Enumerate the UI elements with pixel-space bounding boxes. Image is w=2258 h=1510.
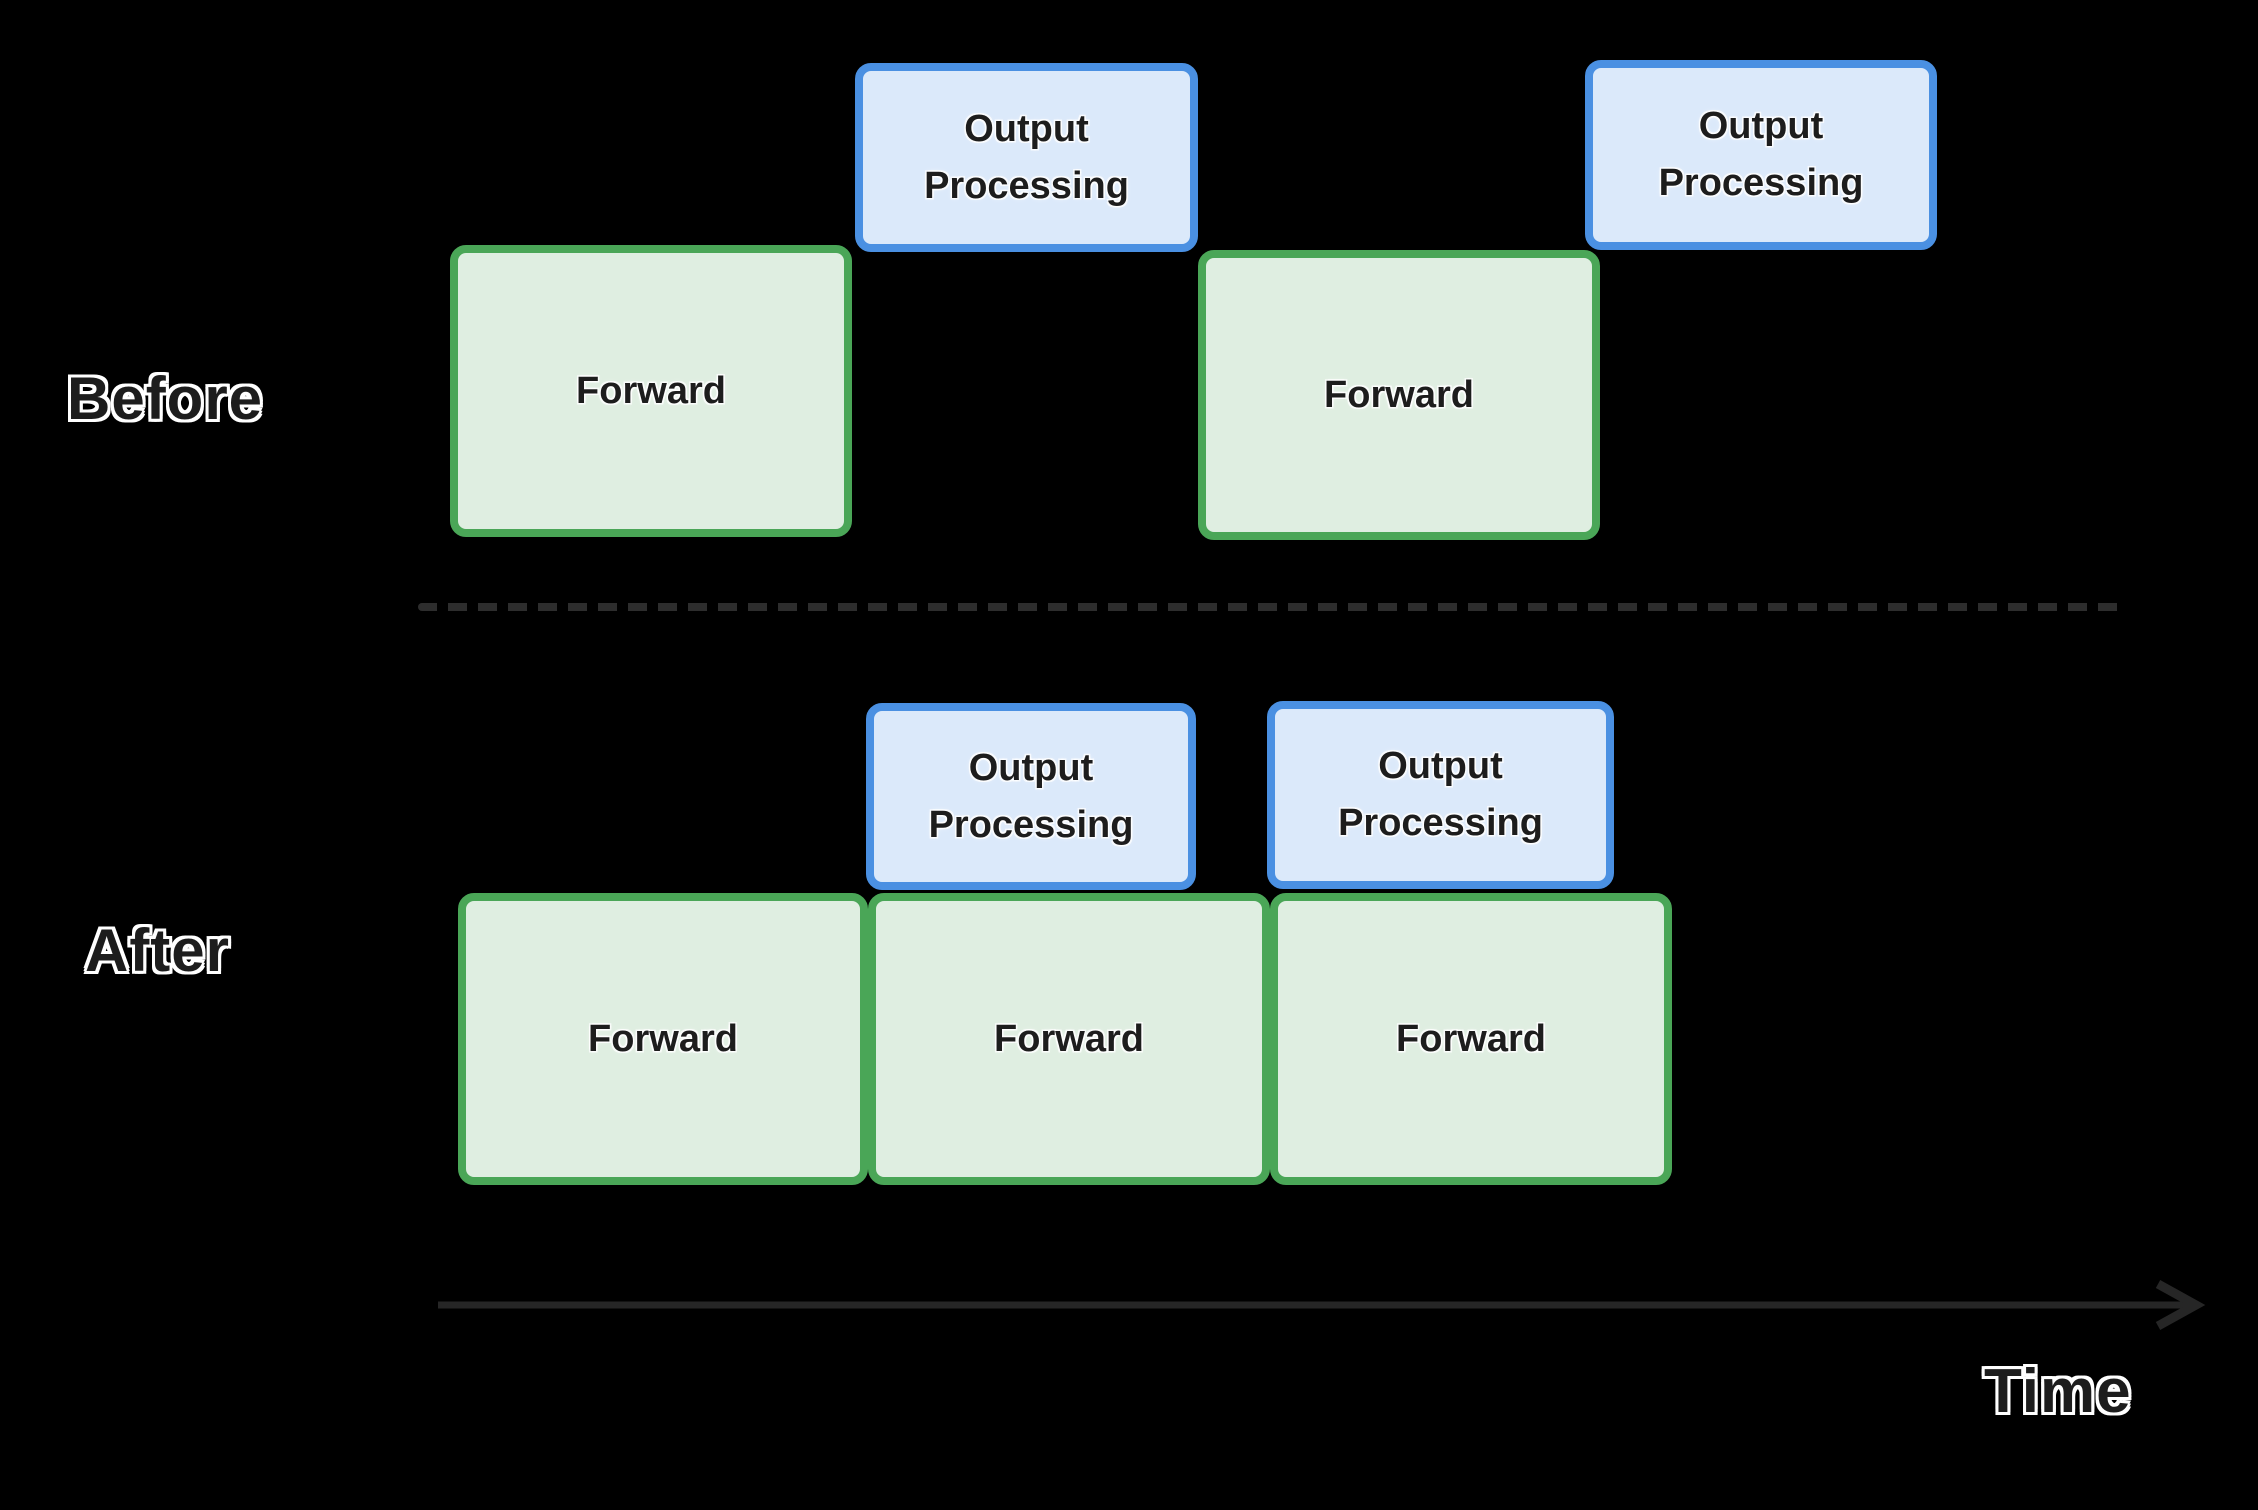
output-processing-box: Output Processing — [1267, 701, 1614, 889]
time-axis-label: Time — [1984, 1357, 2132, 1426]
output-processing-box: Output Processing — [1585, 60, 1937, 250]
output-processing-box-label: Output Processing — [1338, 745, 1543, 844]
before-row-label: Before — [67, 365, 264, 432]
output-processing-box: Output Processing — [866, 703, 1196, 890]
forward-box-label: Forward — [1396, 1017, 1546, 1060]
output-processing-box-label: Output Processing — [1658, 105, 1864, 204]
forward-box-label: Forward — [994, 1017, 1144, 1060]
after-row-label: After — [85, 917, 231, 984]
forward-box-label: Forward — [588, 1017, 738, 1060]
forward-box: Forward — [868, 893, 1270, 1185]
forward-box-label: Forward — [1324, 373, 1474, 416]
forward-box: Forward — [458, 893, 868, 1185]
forward-box-label: Forward — [576, 369, 726, 412]
forward-box: Forward — [1198, 250, 1600, 540]
forward-box: Forward — [450, 245, 852, 537]
dashed-divider — [418, 603, 2128, 611]
output-processing-box: Output Processing — [855, 63, 1198, 252]
forward-box: Forward — [1270, 893, 1672, 1185]
output-processing-box-label: Output Processing — [924, 107, 1129, 207]
time-axis-arrow-icon — [438, 1280, 2206, 1330]
output-processing-box-label: Output Processing — [928, 746, 1134, 846]
